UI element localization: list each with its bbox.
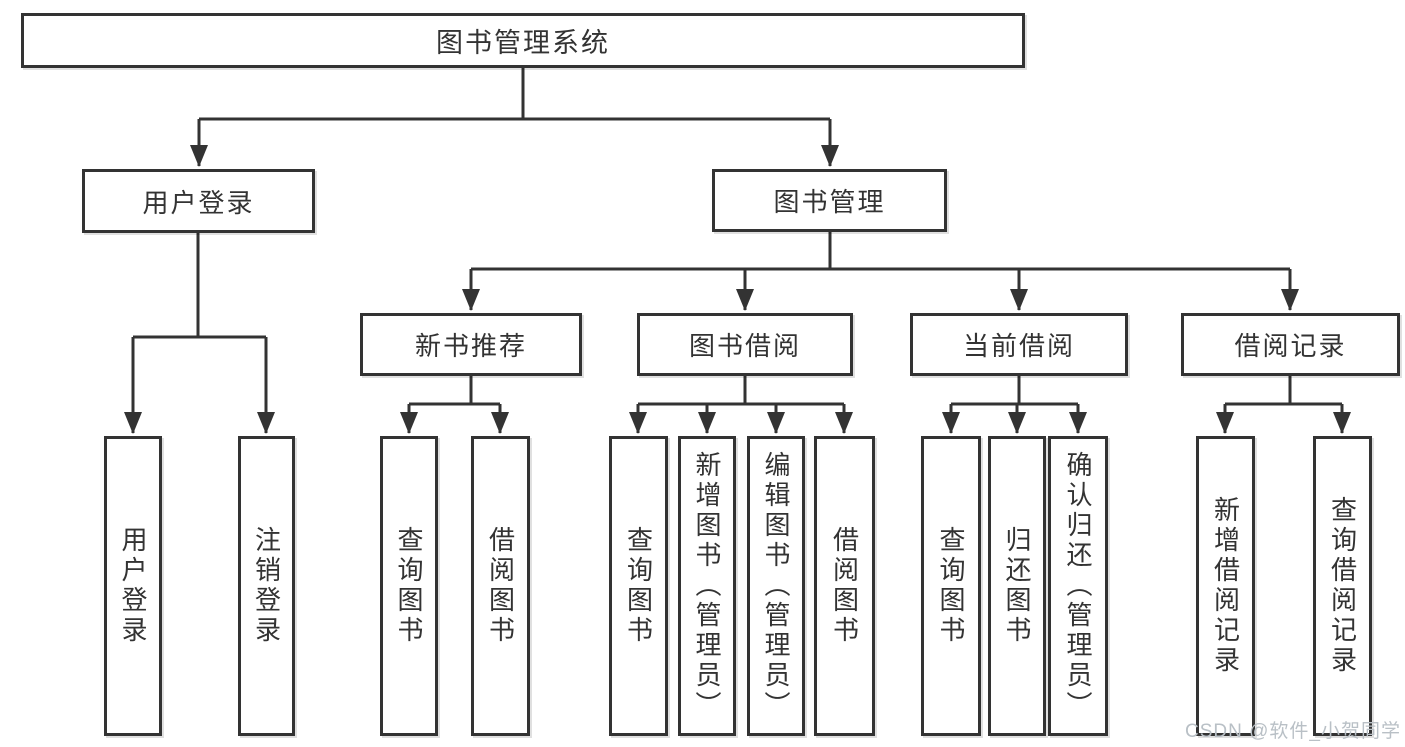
leaf-query-book-recommend: 查询图书: [380, 436, 438, 736]
leaf-return-book-label: 归还图书: [1002, 526, 1032, 646]
node-book-management: 图书管理: [712, 169, 947, 232]
csdn-watermark: CSDN @软件_小贺同学: [1185, 721, 1401, 742]
leaf-query-book-borrow: 查询图书: [609, 436, 668, 736]
leaf-logout: 注销登录: [238, 436, 295, 736]
leaf-query-book-current: 查询图书: [921, 436, 981, 736]
leaf-add-borrow-record: 新增借阅记录: [1196, 436, 1255, 736]
node-book-borrow: 图书借阅: [637, 313, 853, 376]
leaf-confirm-return-admin-label: 确认归还（管理员）: [1063, 451, 1093, 721]
leaf-query-book-borrow-label: 查询图书: [623, 526, 654, 646]
leaf-borrow-book-recommend: 借阅图书: [471, 436, 530, 736]
leaf-user-login-label: 用户登录: [118, 526, 148, 646]
node-root-system: 图书管理系统: [21, 13, 1025, 68]
leaf-borrow-book-recommend-label: 借阅图书: [485, 526, 516, 646]
leaf-query-borrow-record-label: 查询借阅记录: [1327, 496, 1358, 676]
leaf-query-book-recommend-label: 查询图书: [394, 526, 424, 646]
leaf-borrow-book: 借阅图书: [814, 436, 875, 736]
node-new-book-recommend: 新书推荐: [360, 313, 582, 376]
node-user-login: 用户登录: [82, 169, 315, 233]
leaf-add-book-admin: 新增图书（管理员）: [678, 436, 736, 736]
leaf-edit-book-admin-label: 编辑图书（管理员）: [761, 451, 791, 721]
leaf-edit-book-admin: 编辑图书（管理员）: [747, 436, 805, 736]
leaf-return-book: 归还图书: [988, 436, 1046, 736]
leaf-query-book-current-label: 查询图书: [936, 526, 966, 646]
node-current-borrow: 当前借阅: [910, 313, 1128, 376]
leaf-add-book-admin-label: 新增图书（管理员）: [692, 451, 722, 721]
leaf-user-login: 用户登录: [104, 436, 162, 736]
leaf-confirm-return-admin: 确认归还（管理员）: [1048, 436, 1108, 736]
node-borrow-records: 借阅记录: [1181, 313, 1400, 376]
leaf-add-borrow-record-label: 新增借阅记录: [1210, 496, 1241, 676]
leaf-borrow-book-label: 借阅图书: [829, 526, 860, 646]
leaf-query-borrow-record: 查询借阅记录: [1313, 436, 1372, 736]
leaf-logout-label: 注销登录: [251, 526, 282, 646]
